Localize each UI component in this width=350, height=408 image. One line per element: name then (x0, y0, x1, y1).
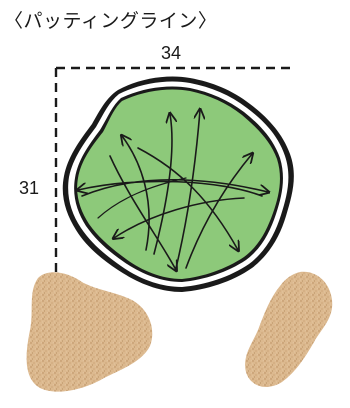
dimension-label-left: 31 (19, 178, 39, 199)
bunker-left (27, 272, 153, 391)
bunker-right (245, 272, 332, 387)
dimension-label-top: 34 (161, 43, 181, 64)
